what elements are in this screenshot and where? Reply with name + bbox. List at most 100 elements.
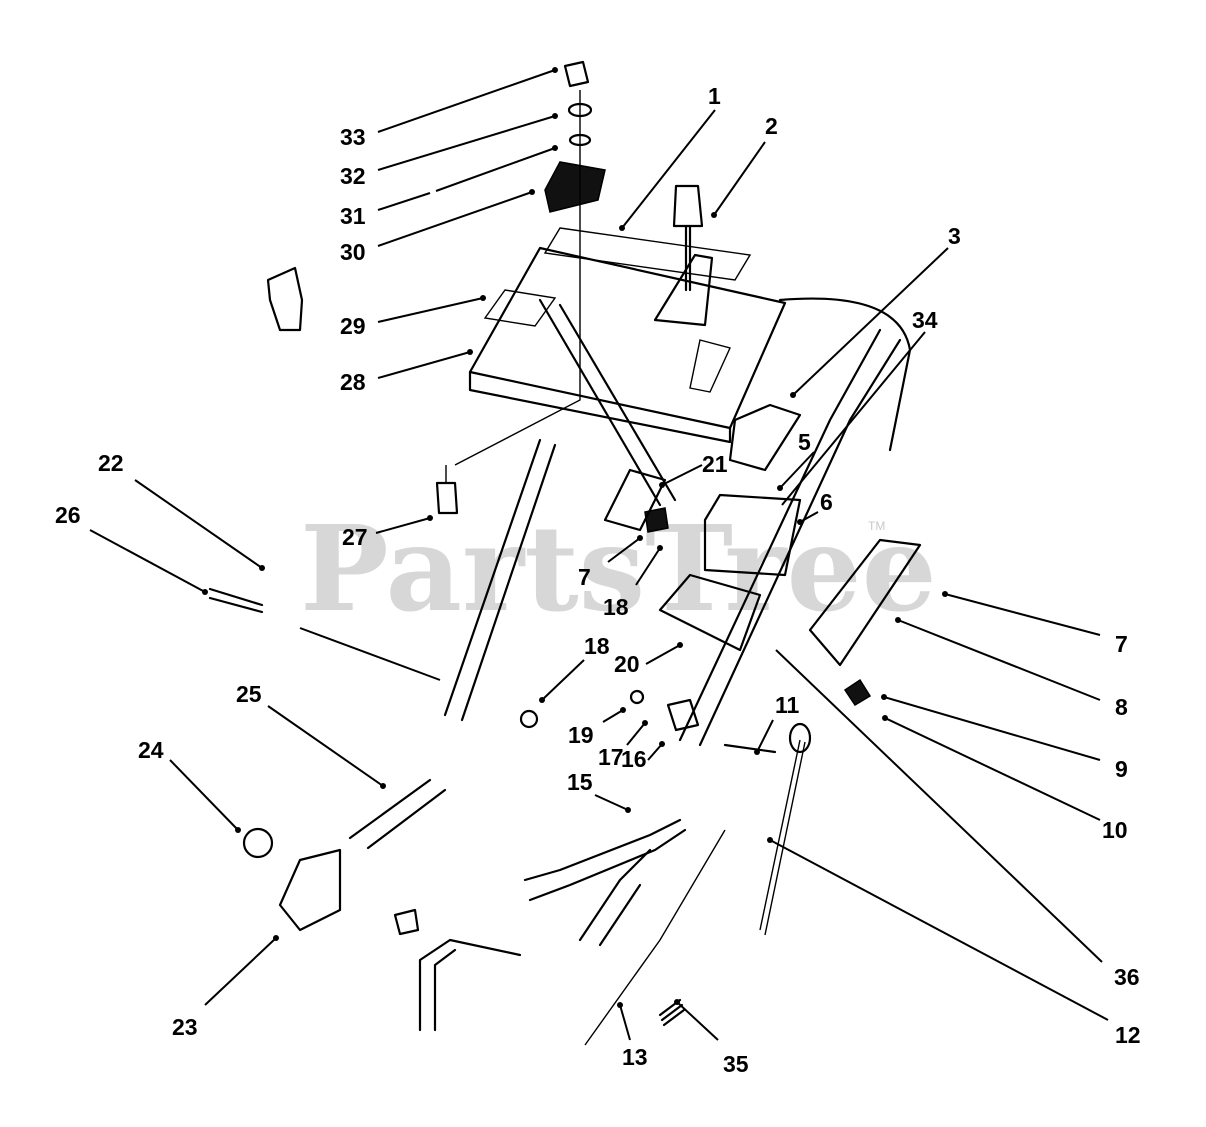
leader-dot — [380, 783, 386, 789]
leader-dot — [659, 741, 665, 747]
leader-dot — [273, 935, 279, 941]
callout-label: 19 — [568, 722, 594, 748]
cable-adjuster — [788, 722, 812, 754]
leader-line — [541, 659, 585, 701]
callout-label: 11 — [775, 692, 800, 718]
leader-line-segment — [435, 147, 556, 192]
leader-dot — [674, 999, 680, 1005]
callout-23: 23 — [172, 935, 279, 1040]
leader-dot — [235, 827, 241, 833]
callout-35: 35 — [674, 999, 749, 1077]
leader-line — [377, 351, 471, 379]
leader-dot — [797, 519, 803, 525]
key — [563, 60, 590, 88]
leader-dot — [467, 349, 473, 355]
callout-26: 26 — [55, 502, 208, 595]
leader-line — [661, 464, 703, 486]
leader-dot — [767, 837, 773, 843]
leader-dot — [480, 295, 486, 301]
leader-line — [799, 511, 819, 523]
callout-15: 15 — [567, 769, 631, 813]
callout-6: 6 — [797, 489, 833, 525]
callout-2: 2 — [711, 113, 778, 218]
callout-34: 34 — [781, 307, 938, 506]
leader-line — [883, 696, 1101, 761]
leader-dot — [552, 67, 558, 73]
callout-22: 22 — [98, 450, 441, 681]
leader-line — [635, 547, 661, 586]
callout-label: 9 — [1115, 756, 1128, 782]
leader-line — [713, 141, 766, 216]
leader-line — [626, 722, 646, 746]
callout-label: 18 — [603, 594, 629, 620]
callout-36: 36 — [775, 649, 1140, 990]
leader-dot — [942, 591, 948, 597]
handle-bend — [778, 297, 912, 452]
panel-decal — [483, 289, 557, 327]
leader-dot — [711, 212, 717, 218]
leader-line — [769, 839, 1109, 1021]
leader-line — [897, 619, 1101, 701]
crank-bracket — [278, 848, 342, 932]
callout-17: 17 — [598, 720, 648, 770]
small-plate — [603, 468, 667, 532]
callout-label: 30 — [340, 239, 366, 265]
callout-label: 2 — [765, 113, 778, 139]
callout-12: 12 — [767, 837, 1141, 1048]
callout-7b: 7 — [942, 591, 1128, 657]
leader-dot — [882, 715, 888, 721]
callout-label: 12 — [1115, 1022, 1141, 1048]
ignition-cover — [544, 161, 606, 213]
leader-dot — [790, 392, 796, 398]
callout-label: 26 — [55, 502, 81, 528]
callout-label: 17 — [598, 744, 624, 770]
callout-32: 32 — [340, 113, 558, 189]
callout-11: 11 — [754, 692, 800, 755]
tube-25 — [348, 778, 447, 850]
callout-3: 3 — [790, 223, 961, 398]
leader-dot — [777, 485, 783, 491]
leader-dot — [895, 617, 901, 623]
shift-lever-shaft — [684, 224, 692, 292]
callout-label: 31 — [340, 203, 366, 229]
callout-28: 28 — [340, 349, 473, 395]
watermark-text: PartsTree — [300, 499, 937, 638]
callout-label: 6 — [820, 489, 833, 515]
leader-line — [377, 115, 556, 171]
shift-rod-lower — [578, 848, 652, 947]
callout-label: 5 — [798, 429, 811, 455]
lower-handle-left — [443, 438, 557, 722]
callout-label: 34 — [912, 307, 938, 333]
leader-line — [607, 537, 641, 563]
leader-line — [775, 649, 1103, 963]
leader-line-extension — [299, 627, 441, 681]
leader-dot — [539, 697, 545, 703]
guard — [808, 538, 922, 667]
callout-21: 21 — [659, 451, 728, 488]
leader-dot — [637, 535, 643, 541]
key-drop-line — [454, 90, 581, 466]
callout-label: 29 — [340, 313, 366, 339]
callout-9: 9 — [881, 694, 1128, 782]
callout-16: 16 — [621, 741, 665, 772]
lower-handle-mid — [538, 298, 677, 507]
callout-20: 18 — [603, 545, 663, 620]
leader-dot — [657, 545, 663, 551]
callout-8: 8 — [895, 617, 1128, 720]
knob-24 — [242, 827, 274, 859]
leader-line — [134, 479, 263, 569]
callout-label: 20 — [614, 651, 640, 677]
callout-18a: 18 — [539, 633, 610, 703]
leader-dot — [642, 720, 648, 726]
leader-line — [944, 593, 1101, 636]
leader-line — [267, 705, 384, 787]
callout-33: 33 — [340, 67, 558, 150]
callout-label: 1 — [708, 83, 721, 109]
control-box — [703, 493, 802, 577]
leader-line — [377, 69, 556, 133]
upper-handle-right — [678, 328, 902, 747]
latch — [644, 507, 669, 533]
mount-block — [666, 698, 700, 732]
nut-18b — [629, 689, 645, 705]
